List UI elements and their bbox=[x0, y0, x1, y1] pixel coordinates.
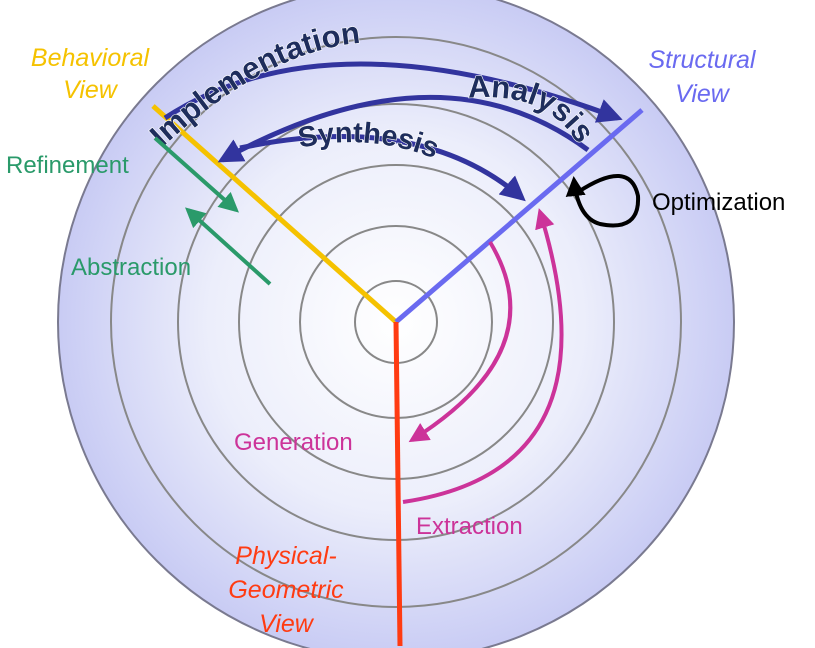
behavioral-view-label-line1: Behavioral bbox=[31, 44, 151, 72]
generation-arrow bbox=[408, 240, 513, 443]
behavioral-axis bbox=[151, 104, 398, 324]
analysis-arrow bbox=[217, 94, 590, 163]
abstraction-arrow bbox=[185, 207, 272, 286]
extraction-label: Extraction bbox=[416, 513, 523, 540]
abstraction-label: Abstraction bbox=[71, 254, 191, 281]
level-ring-4 bbox=[110, 36, 682, 608]
structural-view-label-line1: Structural bbox=[649, 46, 757, 74]
refinement-label: Refinement bbox=[6, 152, 129, 179]
behavioral-view-label-line2: View bbox=[63, 76, 119, 104]
optimization-label: Optimization bbox=[652, 189, 785, 216]
generation-label: Generation bbox=[234, 429, 353, 456]
refinement-arrow bbox=[153, 136, 239, 213]
extraction-arrow bbox=[402, 208, 564, 504]
structural-view-label-line2: View bbox=[675, 80, 731, 108]
physical-view-label-line1: Physical- bbox=[235, 542, 336, 570]
physical-view-label-line2: Geometric bbox=[228, 576, 344, 604]
level-ring-3 bbox=[177, 103, 615, 541]
structural-axis bbox=[394, 108, 644, 324]
implementation-arrow bbox=[163, 61, 623, 123]
synthesis-arrow bbox=[239, 134, 526, 202]
physical-view-label-line3: View bbox=[259, 610, 315, 638]
optimization-loop-arrow bbox=[565, 174, 641, 228]
physical-axis bbox=[393, 321, 403, 647]
